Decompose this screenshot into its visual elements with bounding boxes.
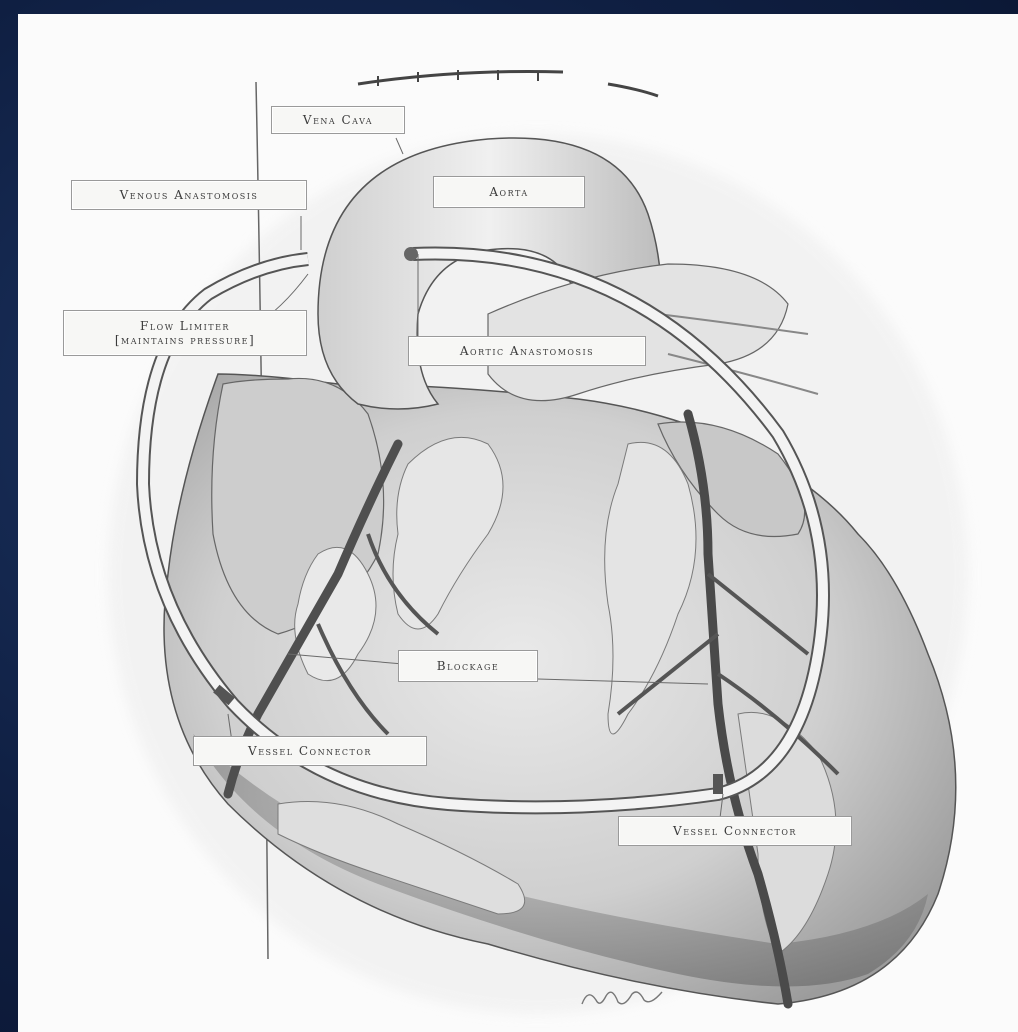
vessel-connector-right-band [713, 774, 723, 794]
label-aorta: Aorta [433, 176, 585, 208]
label-aortic-anastomosis-text: Aortic Anastomosis [409, 344, 645, 358]
label-aorta-text: Aorta [434, 185, 584, 199]
label-aortic-anastomosis: Aortic Anastomosis [408, 336, 646, 366]
label-venous-anastomosis-text: Venous Anastomosis [72, 188, 306, 202]
label-blockage-text: Blockage [399, 659, 537, 673]
illustration-canvas: Vena Cava Venous Anastomosis Aorta Flow … [18, 14, 1018, 1032]
label-venous-anastomosis: Venous Anastomosis [71, 180, 307, 210]
label-flow-limiter: Flow Limiter [maintains pressure] [63, 310, 307, 356]
label-vessel-connector-left: Vessel Connector [193, 736, 427, 766]
aortic-anastomosis-point [404, 247, 418, 261]
top-sutures [358, 72, 658, 97]
label-flow-limiter-line1: Flow Limiter [64, 319, 306, 333]
label-vessel-connector-right-text: Vessel Connector [619, 824, 851, 838]
label-vena-cava-text: Vena Cava [272, 113, 404, 127]
label-blockage: Blockage [398, 650, 538, 682]
label-vessel-connector-right: Vessel Connector [618, 816, 852, 846]
artist-signature [578, 982, 668, 1012]
label-flow-limiter-line2: [maintains pressure] [64, 333, 306, 347]
label-vessel-connector-left-text: Vessel Connector [194, 744, 426, 758]
label-vena-cava: Vena Cava [271, 106, 405, 134]
heart-illustration [18, 14, 1018, 1032]
